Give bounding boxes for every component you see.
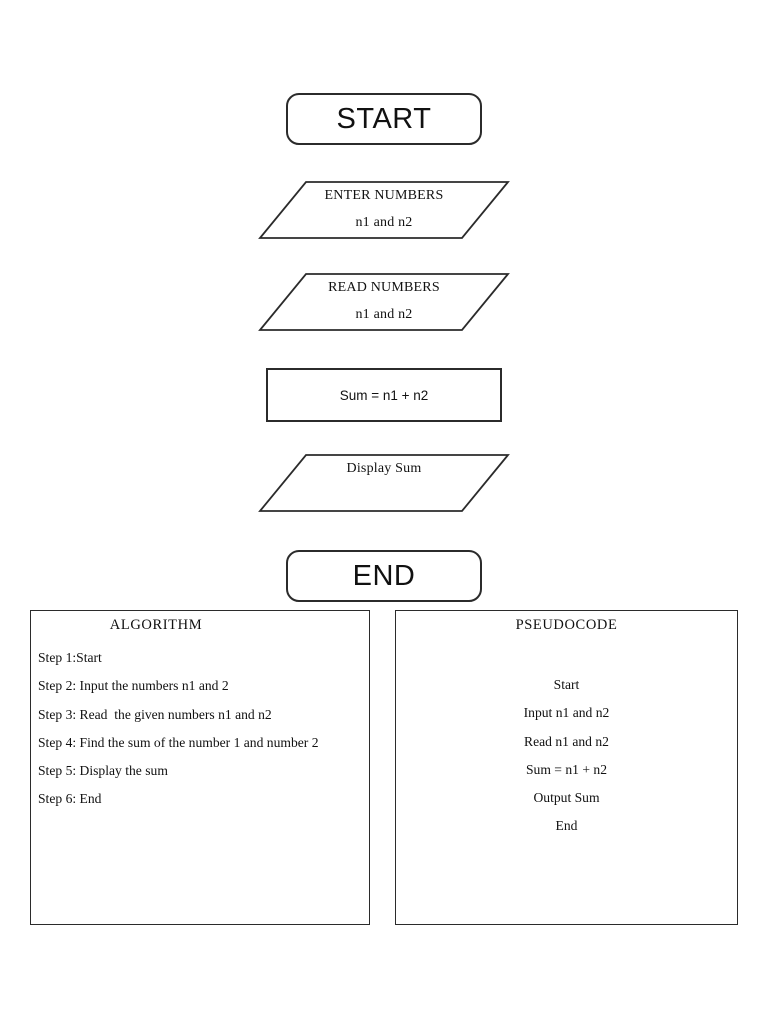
flow-node-start-label: START	[336, 102, 432, 135]
algorithm-panel: ALGORITHM Step 1:Start Step 2: Input the…	[30, 610, 370, 925]
algorithm-step: Step 6: End	[38, 791, 102, 807]
algorithm-step: Step 2: Input the numbers n1 and 2	[38, 678, 229, 694]
flow-node-process-sum-label: Sum = n1 + n2	[339, 387, 429, 403]
flow-node-display-sum: Display Sum	[258, 453, 510, 513]
algorithm-step: Step 3: Read the given numbers n1 and n2	[38, 706, 272, 722]
pseudocode-line: Output Sum	[533, 790, 600, 806]
flow-node-end: END	[286, 550, 482, 602]
flow-node-enter-numbers: ENTER NUMBERS n1 and n2	[258, 180, 510, 240]
algorithm-panel-title: ALGORITHM	[109, 617, 203, 633]
pseudocode-line: Start	[553, 677, 580, 692]
pseudocode-line: End	[555, 818, 578, 834]
pseudocode-line: Sum = n1 + n2	[525, 761, 608, 777]
algorithm-step: Step 5: Display the sum	[38, 763, 168, 779]
parallelogram-shape	[258, 181, 510, 239]
pseudocode-panel-title: PSEUDOCODE	[515, 617, 618, 633]
algorithm-step-list: Step 1:Start Step 2: Input the numbers n…	[38, 644, 363, 814]
algorithm-step: Step 4: Find the sum of the number 1 and…	[38, 734, 319, 750]
pseudocode-line-list: Start Input n1 and n2 Read n1 and n2 Sum…	[396, 671, 737, 841]
flow-node-start: START	[286, 93, 482, 145]
pseudocode-panel: PSEUDOCODE Start Input n1 and n2 Read n1…	[395, 610, 738, 925]
parallelogram-shape	[258, 454, 510, 512]
pseudocode-line: Input n1 and n2	[523, 705, 610, 721]
flow-node-read-numbers: READ NUMBERS n1 and n2	[258, 272, 510, 332]
flow-node-end-label: END	[352, 559, 416, 592]
flow-node-process-sum: Sum = n1 + n2	[266, 368, 502, 422]
pseudocode-line: Read n1 and n2	[524, 733, 609, 749]
parallelogram-shape	[258, 273, 510, 331]
algorithm-step: Step 1:Start	[38, 650, 102, 665]
